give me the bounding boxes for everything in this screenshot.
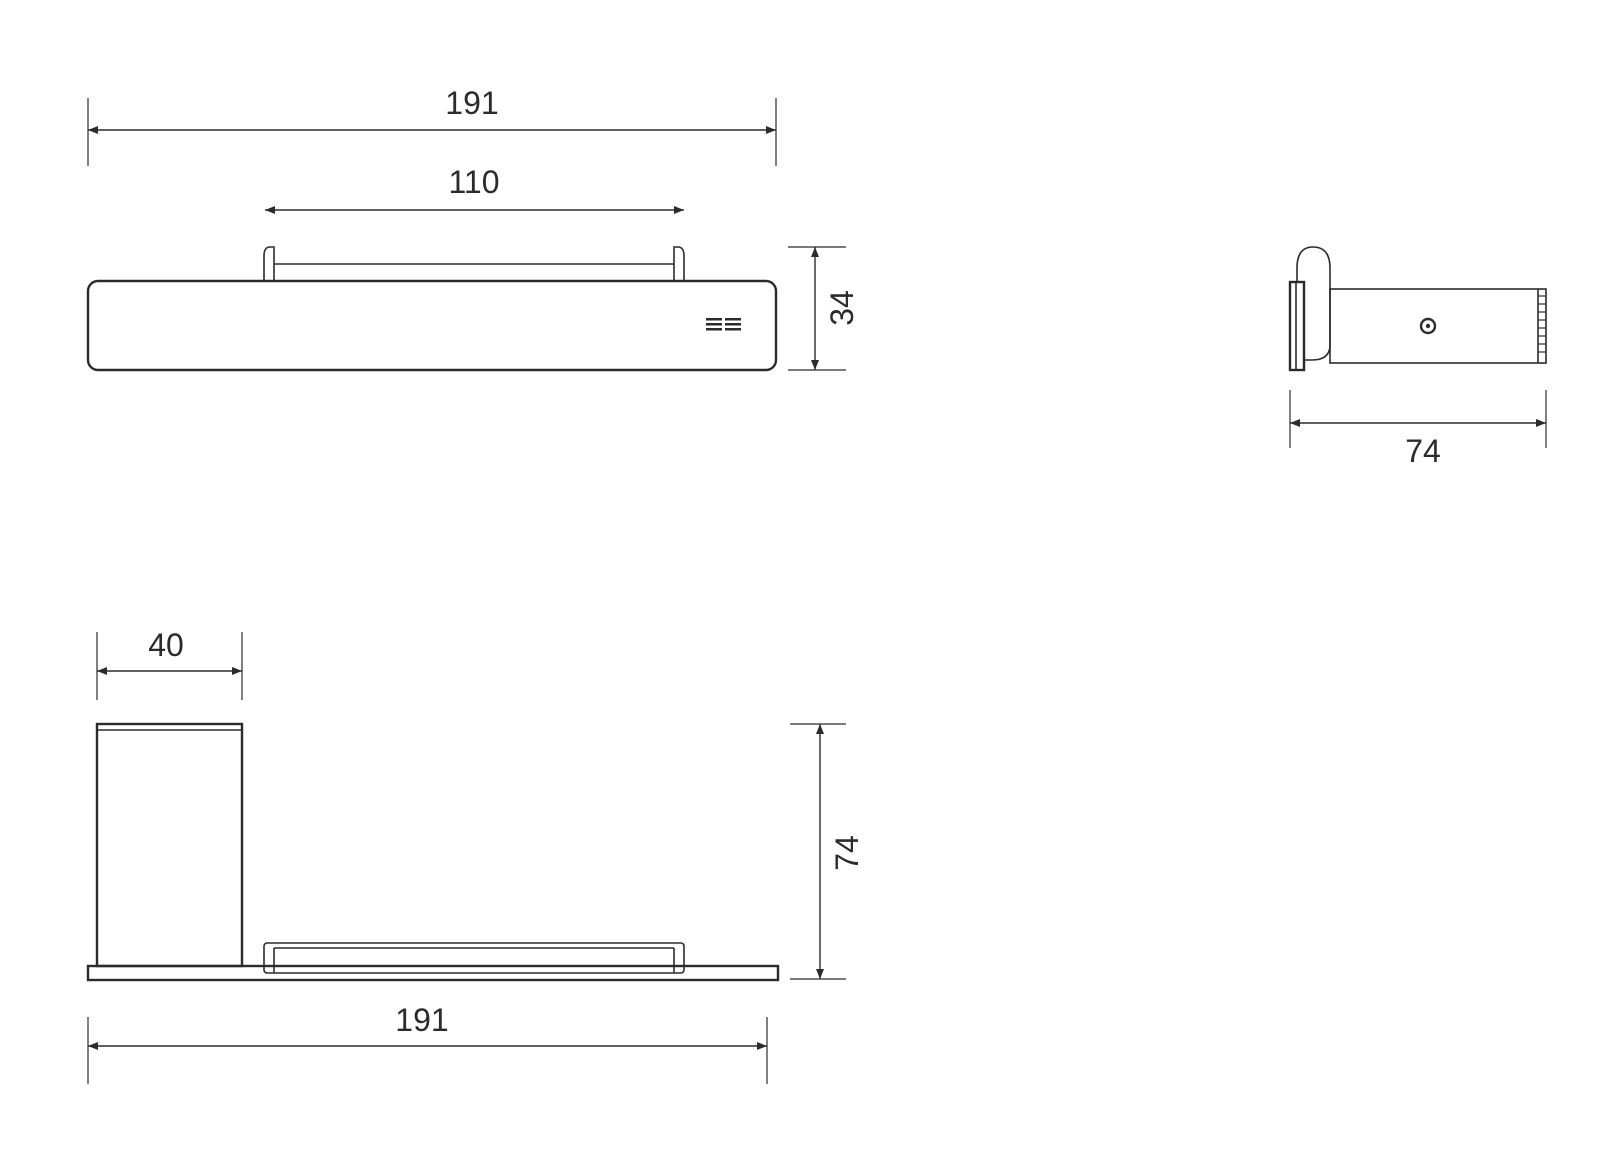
tray-rim [263, 942, 685, 974]
dim-top-overall-width: 191 [87, 1002, 768, 1084]
screw-icon [1419, 317, 1437, 335]
side-hook-loop [1296, 246, 1331, 361]
front-view: 191 110 34 [86, 85, 860, 372]
dim-label-top-overall-width: 191 [395, 1002, 448, 1038]
side-knurl [1537, 289, 1546, 363]
dim-label-front-handle-width: 110 [448, 164, 499, 200]
top-view: 40 74 191 [86, 627, 865, 1084]
dim-label-top-cup-width: 40 [148, 627, 184, 663]
base-plate [86, 964, 780, 982]
front-body [86, 279, 778, 372]
dim-front-overall-width: 191 [87, 85, 777, 166]
cup-body [95, 722, 244, 968]
dim-front-height: 34 [788, 246, 860, 371]
side-view: 74 [1288, 246, 1547, 469]
dim-top-overall-height: 74 [790, 723, 865, 980]
side-wall-plate [1288, 280, 1306, 372]
dim-label-top-overall-height: 74 [829, 835, 865, 871]
dim-label-front-overall-width: 191 [445, 85, 498, 121]
dim-top-cup-width: 40 [96, 627, 243, 700]
logo-mark-icon [706, 318, 741, 331]
dim-label-front-height: 34 [824, 290, 860, 326]
dim-side-depth: 74 [1289, 390, 1547, 469]
side-arm [1329, 288, 1547, 364]
dim-front-handle-width: 110 [265, 164, 684, 214]
dim-label-side-depth: 74 [1405, 433, 1441, 469]
front-handle [263, 246, 685, 281]
